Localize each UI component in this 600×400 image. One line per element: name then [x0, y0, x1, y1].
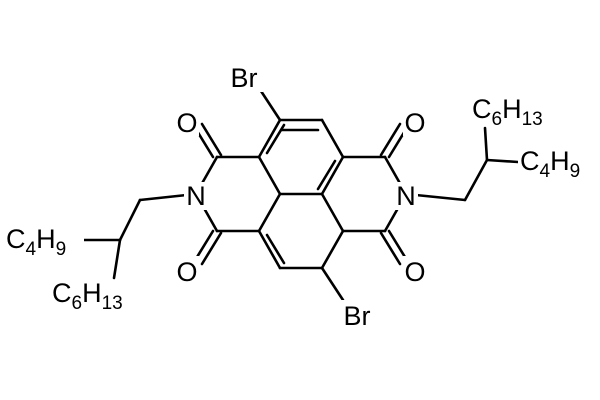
bond [483, 126, 489, 162]
bond [320, 118, 345, 159]
atom-n-left: N [186, 181, 206, 211]
atom-labels: Br Br O O O O N N [175, 62, 427, 331]
substituent-labels: C6H13 C4H9 C4H9 C6H13 [4, 94, 598, 314]
substituent-c6h13-right: C6H13 [472, 94, 543, 130]
atom-br-bottom: Br [344, 301, 371, 331]
atom-o-bottom-right: O [404, 257, 425, 287]
bond-double-inner [265, 233, 286, 265]
bond [320, 155, 345, 196]
substituent-c4h9-right: C4H9 [520, 146, 580, 182]
substituent-c6h13-left: C6H13 [52, 278, 123, 314]
bond [112, 238, 122, 280]
bond [257, 118, 282, 159]
bond-c-br [320, 266, 345, 302]
bond [320, 229, 345, 270]
bond [257, 192, 282, 233]
bond [257, 155, 282, 196]
bond-double-inner [316, 159, 337, 191]
bond [118, 198, 142, 242]
atom-n-right: N [396, 181, 416, 211]
atom-o-bottom-left: O [176, 257, 197, 287]
substituent-c4h9-left: C4H9 [6, 224, 66, 260]
atom-o-top-left: O [176, 108, 197, 138]
bond-c-br [257, 86, 282, 122]
bond [463, 158, 489, 202]
bond-double-inner [265, 123, 286, 155]
bond-carbonyl [200, 122, 223, 157]
atom-o-top-right: O [404, 108, 425, 138]
atom-br-top: Br [231, 63, 258, 93]
bond-carbonyl [200, 231, 223, 266]
bond [485, 158, 520, 164]
bond-carbonyl [379, 122, 402, 157]
bond-skeleton [82, 86, 520, 302]
bond-carbonyl [379, 231, 402, 266]
bond [320, 192, 345, 233]
bond [257, 229, 282, 270]
